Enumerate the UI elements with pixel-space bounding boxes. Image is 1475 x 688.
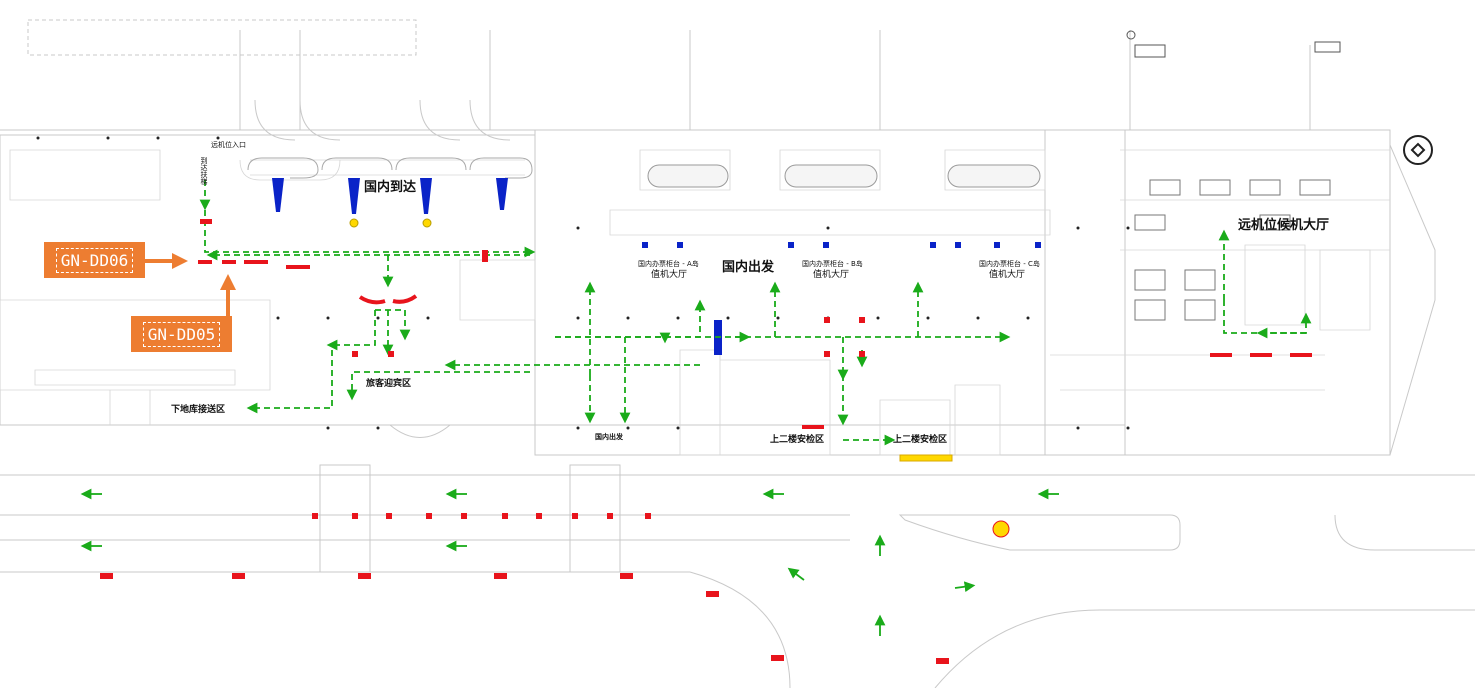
entrance-red-arcs (358, 294, 418, 305)
label-arrival-escalator: 到达扶梯 (200, 157, 208, 185)
label-security-upstairs-2: 上二楼安检区 (893, 435, 948, 445)
callout-gn-dd05[interactable]: GN-DD05 (131, 316, 232, 352)
label-domestic-arrival: 国内到达 (364, 180, 417, 195)
callout-connectors (145, 253, 236, 320)
arrival-chute-dots (349, 218, 432, 228)
label-basement-transfer: 下地库接送区 (171, 405, 226, 415)
label-security-upstairs-1: 上二楼安检区 (770, 435, 825, 445)
label-passenger-greeting: 旅客迎宾区 (366, 379, 412, 389)
building-outline (0, 19, 1475, 688)
callout-gn-dd05-text: GN-DD05 (142, 321, 221, 347)
label-checkin-c-title: 国内办票柜台 - C岛 (979, 260, 1040, 268)
arrival-chutes (272, 178, 508, 214)
baggage-carousels (247, 157, 533, 179)
passenger-flow-routes (199, 180, 1312, 446)
callout-gn-dd06-text: GN-DD06 (55, 247, 134, 273)
ad-positions (100, 219, 1312, 664)
label-checkin-a-hall: 值机大厅 (651, 270, 688, 280)
label-domestic-departure-small: 国内出发 (595, 433, 623, 441)
remote-hall-seating (1134, 179, 1331, 321)
label-remote-gate-entrance: 远机位入口 (211, 141, 246, 149)
label-checkin-a-title: 国内办票柜台 - A岛 (638, 260, 699, 268)
label-checkin-b-hall: 值机大厅 (813, 270, 850, 280)
security-highlight-bar (899, 454, 953, 462)
radar-symbol (1403, 135, 1433, 165)
fountain-circle (992, 520, 1010, 538)
checkin-islands (647, 164, 1041, 188)
blue-markers (642, 242, 1041, 355)
label-checkin-b-title: 国内办票柜台 - B岛 (802, 260, 863, 268)
label-domestic-departure: 国内出发 (722, 260, 775, 275)
callout-gn-dd06[interactable]: GN-DD06 (44, 242, 145, 278)
gate-sign-1 (1134, 44, 1166, 58)
structural-columns (36, 136, 1130, 430)
label-checkin-c-hall: 值机大厅 (989, 270, 1026, 280)
road-flow-arrows (80, 488, 1059, 636)
label-remote-gate-hall: 远机位候机大厅 (1238, 218, 1330, 233)
gate-sign-2 (1314, 41, 1341, 53)
